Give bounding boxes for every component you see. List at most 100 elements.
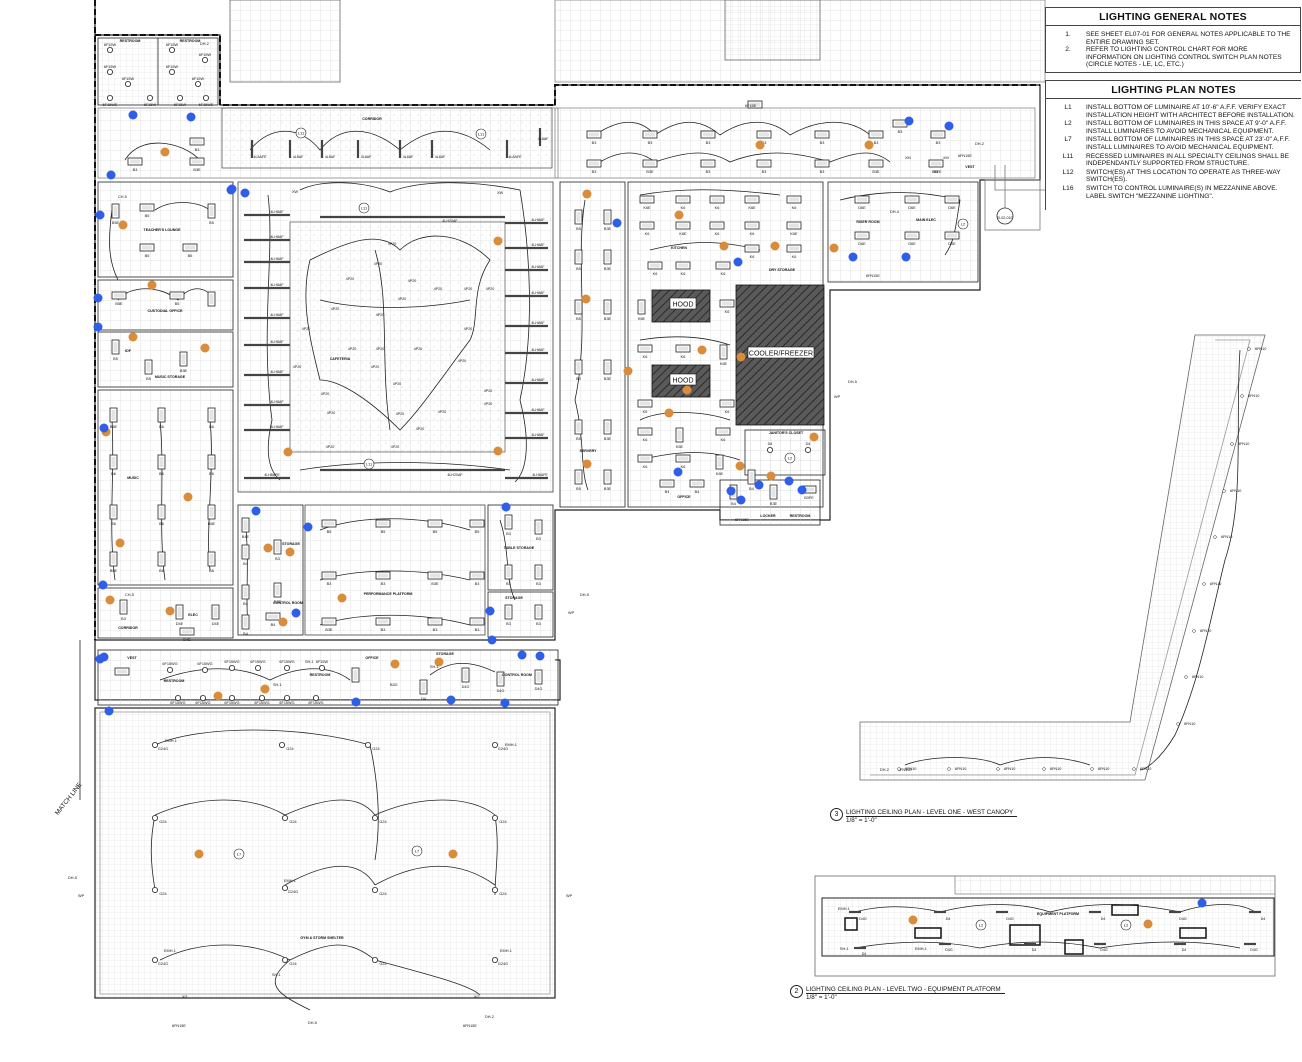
- luminaire-tag: G24: [379, 820, 386, 824]
- luminaire: B4: [241, 584, 250, 606]
- note-number: 2.: [1065, 46, 1071, 54]
- downlight: D4: [805, 442, 812, 453]
- luminaire-tag: 4L8AF: [361, 155, 372, 159]
- linear-luminaire: 4LH8AF: [505, 321, 548, 328]
- tag: 6FN15E: [866, 274, 880, 278]
- luminaire-tag: 6F15WG: [224, 660, 239, 664]
- downlight: 6F15WE: [199, 95, 214, 107]
- luminaire-tag: K6: [643, 465, 648, 469]
- luminaire-tag: D4: [806, 442, 811, 446]
- canopy-fixture-tags: 6FN106FN106FN106FN106FN106FN106FN106FN10…: [897, 347, 1266, 771]
- luminaire-tag: D4G: [462, 685, 470, 689]
- luminaire-tag: D6E: [908, 242, 916, 246]
- plan-notes-title: LIGHTING PLAN NOTES: [1046, 81, 1301, 99]
- luminaire: B5: [574, 299, 583, 321]
- luminaire: D4E: [175, 604, 184, 626]
- note-number: L7: [1064, 136, 1072, 144]
- luminaire-tag: 4P20: [464, 287, 472, 291]
- note-text: INSTALL BOTTOM OF LUMINAIRE AT 10'-6" A.…: [1086, 104, 1295, 119]
- luminaire-tag-4p20: 4P20: [331, 307, 339, 311]
- luminaire-tag: K6E: [676, 445, 684, 449]
- tag: CH-5: [118, 195, 127, 199]
- luminaire-tag: K6: [725, 410, 730, 414]
- blue-marker: [303, 522, 313, 532]
- tag: CH-5: [125, 593, 134, 597]
- orange-marker: [581, 294, 591, 304]
- room-label: LOCKER: [760, 514, 776, 518]
- luminaire: B3E: [603, 299, 612, 321]
- caption-scale: 1/8" = 1'-0": [846, 817, 877, 824]
- luminaire-tag: 6FN10: [1098, 767, 1109, 771]
- orange-marker: [434, 657, 444, 667]
- room-label: TEACHER'S LOUNGE: [144, 228, 182, 232]
- luminaire-tag: 4LH8AF: [270, 425, 284, 429]
- luminaire-tag: D4: [946, 917, 951, 921]
- luminaire: K6: [786, 244, 802, 259]
- luminaire-tag: 4P20: [293, 365, 301, 369]
- luminaire: K6: [744, 244, 760, 259]
- luminaire: K6: [647, 261, 663, 276]
- note-bubble-l2: L2: [1124, 923, 1129, 928]
- luminaire-tag: B5E: [115, 302, 123, 306]
- tag: XG: [182, 995, 188, 999]
- room-label: STORAGE: [282, 542, 300, 546]
- downlight: G24: [371, 815, 387, 824]
- downlight: G24: [371, 887, 387, 896]
- orange-marker: [263, 543, 273, 553]
- luminaire-tag: 4LH8AF: [270, 313, 284, 317]
- luminaire-tag: D4G: [535, 687, 543, 691]
- match-line-label: MATCH LINE: [54, 781, 84, 816]
- luminaire-tag: D4G: [1179, 917, 1187, 921]
- linear-luminaire: 4LH8AF: [244, 257, 290, 264]
- luminaire-tag: 4P20: [302, 327, 310, 331]
- downlight: 6F15WG: [308, 695, 324, 705]
- orange-marker: [165, 606, 175, 616]
- luminaire-tag: 6F15W: [174, 103, 187, 107]
- downlight: G24G: [491, 957, 508, 966]
- luminaire-tag: B3E: [325, 628, 333, 632]
- luminaire: B3: [427, 617, 443, 632]
- luminaire-tag: B3: [381, 582, 386, 586]
- orange-marker: [770, 241, 780, 251]
- luminaire-tag: D4: [1261, 917, 1266, 921]
- luminaire-tag: B3E: [180, 369, 188, 373]
- blue-marker: [487, 635, 497, 645]
- tag: 6FN15E: [463, 1024, 477, 1028]
- luminaire: K6E: [786, 221, 802, 236]
- downlight: G24: [491, 887, 507, 896]
- room-label: MAIN ELEC: [916, 218, 936, 222]
- luminaire: B5: [111, 339, 120, 361]
- luminaire-tag: D4: [1032, 948, 1037, 952]
- note-number: L11: [1062, 152, 1074, 160]
- luminaire-tag-4p20: 4P20: [371, 365, 379, 369]
- luminaire-tag: B3: [874, 141, 879, 145]
- luminaire-tag: B4: [695, 490, 700, 494]
- tag: EMH-1: [915, 947, 927, 951]
- room-label: RESTROOM: [310, 673, 331, 677]
- luminaire-tag: 4LH20AF: [447, 473, 463, 477]
- luminaire-tag: 6F15WG: [170, 701, 185, 705]
- luminaire-tag: 6FN10: [1192, 675, 1203, 679]
- luminaire-tag: D4G: [859, 917, 867, 921]
- plan-note-row: L7 INSTALL BOTTOM OF LUMINAIRES IN THIS …: [1046, 136, 1301, 151]
- orange-marker: [278, 617, 288, 627]
- luminaire-tag: B6: [209, 425, 214, 429]
- luminaire-tag: 4LH8AF: [531, 291, 545, 295]
- downlight: 6F15WG: [224, 695, 240, 705]
- luminaire: D6E: [904, 231, 920, 246]
- orange-marker: [736, 352, 746, 362]
- orange-marker: [118, 220, 128, 230]
- linear-luminaire: 4LH8AFE: [505, 473, 548, 480]
- downlight: 6F15W: [192, 77, 205, 88]
- luminaire-tag: D4: [1101, 917, 1106, 921]
- lighting-plan-notes: LIGHTING PLAN NOTES L1 INSTALL BOTTOM OF…: [1045, 80, 1301, 210]
- linear-luminaire: 4L8AF: [398, 140, 414, 159]
- canopy-downlight: [1042, 767, 1046, 771]
- general-note-row: 1. SEE SHEET EL07-01 FOR GENERAL NOTES A…: [1046, 31, 1300, 46]
- luminaire: D6E: [944, 231, 960, 246]
- luminaire: K6: [675, 195, 691, 210]
- luminaire-tag: B6E: [110, 569, 118, 573]
- luminaire-tag: B5: [576, 317, 581, 321]
- luminaire: B3E: [273, 582, 282, 604]
